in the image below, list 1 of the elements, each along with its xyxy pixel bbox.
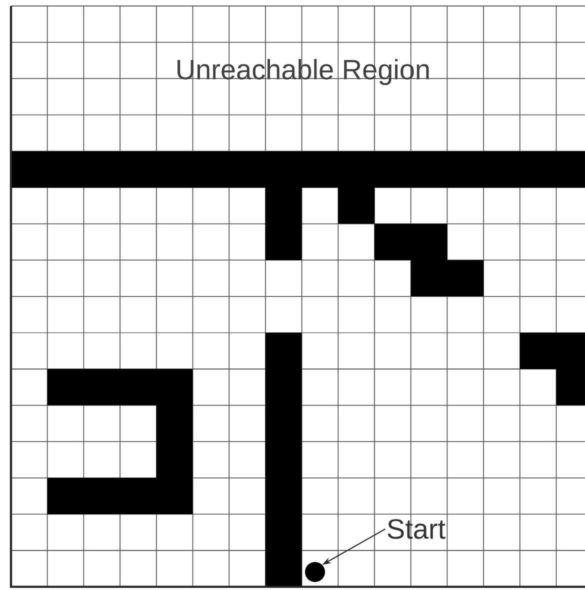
start-dot — [305, 562, 325, 582]
